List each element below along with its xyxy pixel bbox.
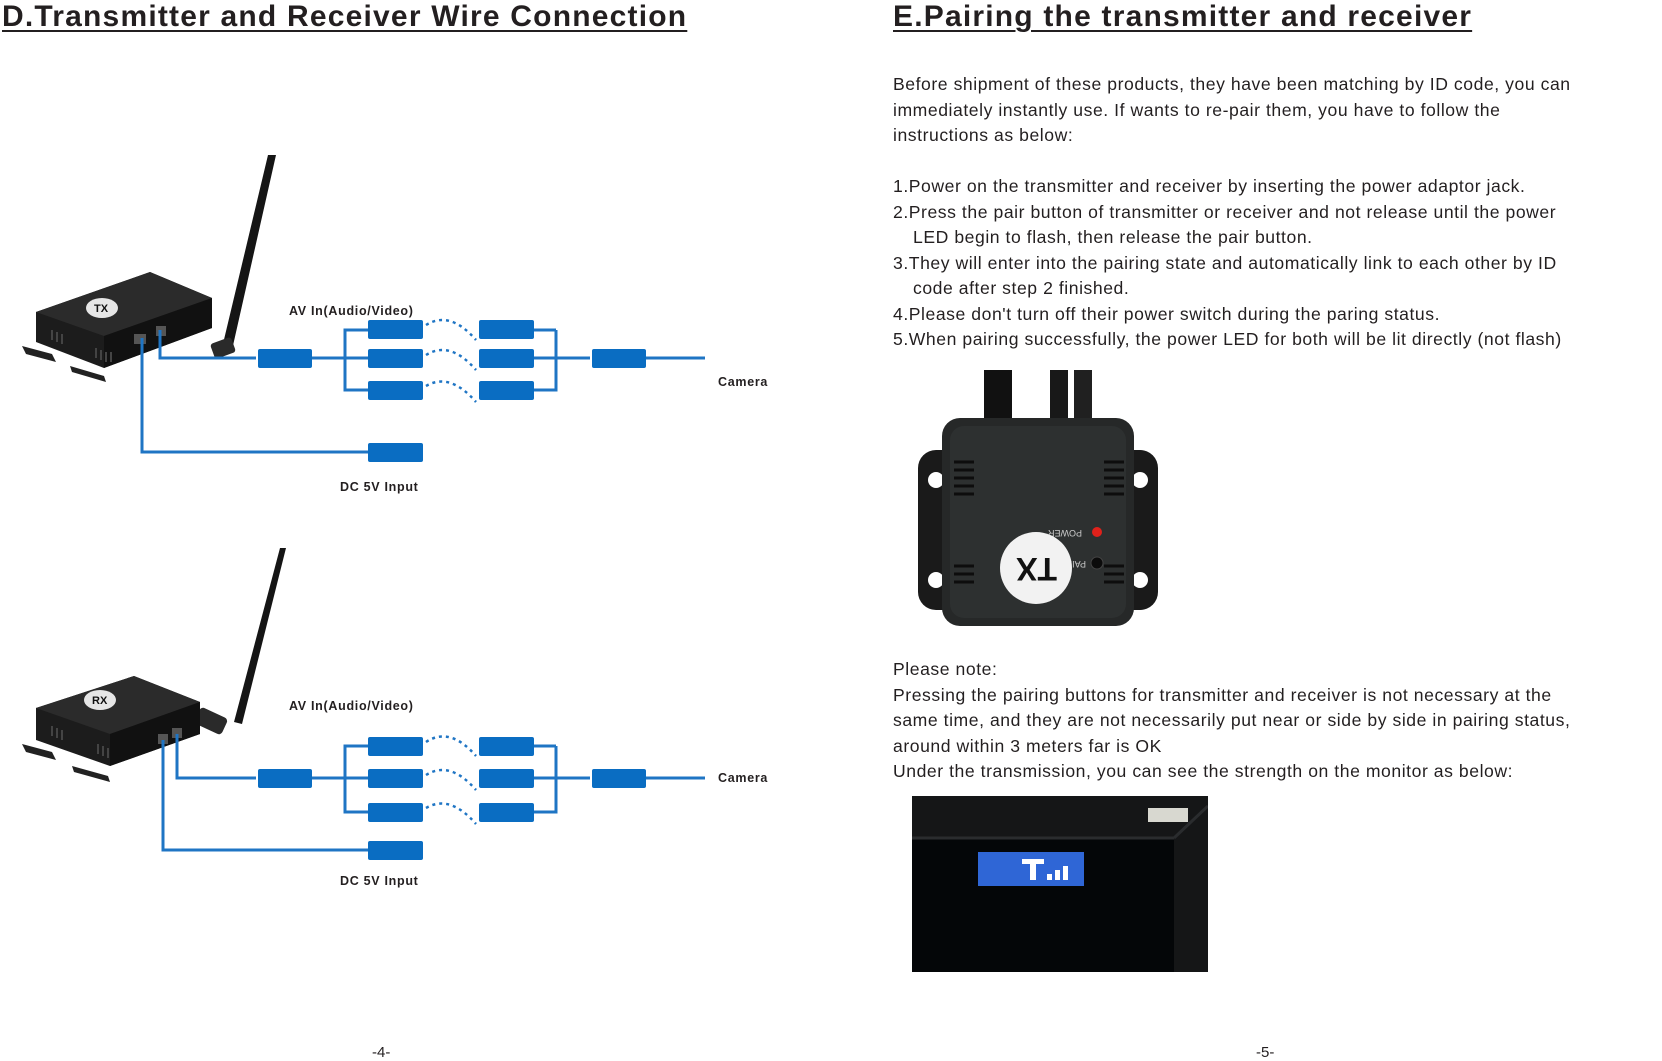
transmitter-photo-svg: POWER PAIR TX	[912, 370, 1164, 632]
monitor-signal-photo: T.ıl	[912, 796, 1210, 972]
step-5: 5.When pairing successfully, the power L…	[893, 327, 1562, 353]
device-badge-disc	[86, 298, 118, 318]
camera-label: Camera	[718, 771, 769, 785]
signal-glyph-text: T.ıl	[913, 965, 915, 967]
device-top	[36, 272, 212, 336]
note-line: Pressing the pairing buttons for transmi…	[893, 684, 1552, 705]
vent-slots	[51, 330, 112, 362]
step-3: 3.They will enter into the pairing state…	[893, 251, 1562, 302]
pair-button[interactable]	[1090, 556, 1104, 570]
dc-jack	[134, 334, 146, 344]
section-d-heading: D.Transmitter and Receiver Wire Connecti…	[2, 0, 688, 33]
device-top	[36, 676, 200, 734]
av-jack	[172, 728, 182, 738]
page-number-right: -5-	[1256, 1044, 1275, 1061]
cables	[140, 328, 705, 454]
step-line: 5.When pairing successfully, the power L…	[893, 329, 1562, 349]
dc-input-label: DC 5V Input	[340, 874, 419, 888]
intro-line: immediately instantly use. If wants to r…	[893, 99, 1501, 120]
device-badge-disc	[84, 690, 116, 710]
mount-tab-front	[70, 366, 106, 382]
tx-badge-disc	[1000, 532, 1072, 604]
wiring-diagram-svg: RX	[22, 548, 705, 860]
cables	[161, 734, 705, 852]
note-line: Under the transmission, you can see the …	[893, 761, 1514, 781]
monitor-photo-svg: T.ıl	[912, 796, 1210, 972]
antenna	[234, 548, 286, 724]
wireless-links	[425, 735, 477, 825]
camera-label: Camera	[718, 375, 769, 389]
intro-line: Before shipment of these products, they …	[893, 74, 1571, 94]
step-2: 2.Press the pair button of transmitter o…	[893, 200, 1562, 251]
signal-strength-icon	[1022, 859, 1068, 880]
device-badge-text: RX	[92, 695, 108, 707]
av-in-label: AV In(Audio/Video)	[289, 304, 414, 318]
transmitter-photo: POWER PAIR TX	[912, 370, 1164, 632]
page-number-left: -4-	[372, 1044, 391, 1061]
tx-badge-text: TX	[1015, 551, 1057, 587]
power-label: POWER	[1047, 528, 1082, 538]
step-line: 1.Power on the transmitter and receiver …	[893, 176, 1526, 196]
wireless-links	[425, 318, 477, 403]
note-line: Please note:	[893, 659, 998, 679]
step-line: 4.Please don't turn off their power swit…	[893, 303, 1441, 324]
step-4: 4.Please don't turn off their power swit…	[893, 302, 1562, 328]
av-in-label: AV In(Audio/Video)	[289, 699, 414, 713]
pair-label: PAIR	[1065, 559, 1086, 569]
antenna	[222, 155, 276, 350]
pairing-steps-list: 1.Power on the transmitter and receiver …	[893, 174, 1562, 353]
dc-input-label: DC 5V Input	[340, 480, 419, 494]
av-cable	[1074, 370, 1092, 428]
monitor-brand-sticker	[1148, 808, 1188, 822]
dc-jack	[158, 734, 168, 744]
device-badge-text: TX	[94, 303, 109, 315]
intro-paragraph: Before shipment of these products, they …	[893, 72, 1571, 149]
connectors	[258, 320, 646, 462]
section-e-heading: E.Pairing the transmitter and receiver	[893, 0, 1473, 33]
step-line: LED begin to flash, then release the pai…	[913, 227, 1313, 247]
note-line: around within 3 meters far is OK	[893, 735, 1162, 756]
mount-tab-left	[22, 346, 56, 362]
device-front	[110, 702, 200, 766]
av-cable	[1050, 370, 1068, 425]
power-led	[1092, 527, 1102, 537]
connectors	[258, 737, 646, 860]
step-line: 3.They will enter into the pairing state…	[893, 252, 1557, 273]
mount-tab-front	[72, 766, 110, 782]
step-line: code after step 2 finished.	[913, 278, 1130, 298]
please-note-paragraph: Please note: Pressing the pairing button…	[893, 657, 1570, 785]
step-line: 2.Press the pair button of transmitter o…	[893, 201, 1557, 222]
wiring-diagram-receiver: RX	[0, 548, 800, 888]
mount-tab-left	[22, 744, 56, 760]
antenna-base	[210, 337, 236, 359]
wiring-diagram-svg: TX	[22, 155, 705, 462]
vent-slots	[51, 726, 109, 758]
note-line: same time, and they are not necessarily …	[893, 710, 1571, 730]
antenna-base	[194, 707, 228, 735]
intro-line: instructions as below:	[893, 125, 1074, 145]
wiring-diagram-transmitter: TX	[0, 150, 800, 494]
step-1: 1.Power on the transmitter and receiver …	[893, 174, 1562, 200]
vent-slots	[954, 460, 1124, 584]
